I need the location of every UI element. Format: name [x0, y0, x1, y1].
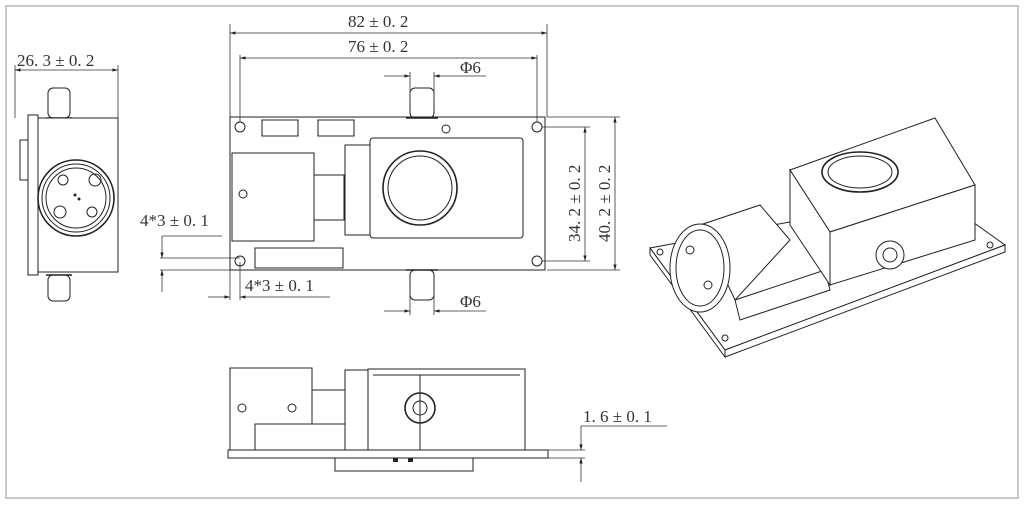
- top-view: [229, 87, 546, 301]
- dimension-overall-width: 40. 2 ± 0. 2: [547, 116, 620, 271]
- dimension-label: 34. 2 ± 0. 2: [565, 165, 584, 242]
- dimension-tube-diameter-bottom: Φ6: [384, 290, 486, 315]
- dimension-tube-diameter-top: Φ6: [384, 58, 486, 105]
- dimension-hole-spacing-width: 34. 2 ± 0. 2: [542, 126, 590, 262]
- dimension-overall-length: 82 ± 0. 2: [229, 12, 548, 117]
- end-view: [19, 87, 119, 302]
- dimension-hole-spacing-length: 76 ± 0. 2: [239, 37, 538, 122]
- dimension-board-thickness: 1. 6 ± 0. 1: [548, 407, 667, 482]
- dimension-label: 82 ± 0. 2: [348, 12, 408, 31]
- dimension-side-width: 26. 3 ± 0. 2: [14, 51, 119, 118]
- dimension-label: Φ6: [460, 58, 481, 77]
- dimension-label: 26. 3 ± 0. 2: [17, 51, 94, 70]
- dimension-hole-offset-vertical: 4*3 ± 0. 1: [140, 211, 240, 292]
- frame-border: [5, 5, 1019, 499]
- side-view: [227, 367, 549, 472]
- dimension-label: Φ6: [460, 292, 481, 311]
- dimension-label: 4*3 ± 0. 1: [245, 276, 314, 295]
- dimension-label: 76 ± 0. 2: [348, 37, 408, 56]
- isometric-view: [649, 117, 1007, 359]
- dimension-label: 40. 2 ± 0. 2: [595, 165, 614, 242]
- dimension-hole-offset-horizontal: 4*3 ± 0. 1: [208, 262, 330, 300]
- dimension-label: 4*3 ± 0. 1: [140, 211, 209, 230]
- dimension-label: 1. 6 ± 0. 1: [583, 407, 652, 426]
